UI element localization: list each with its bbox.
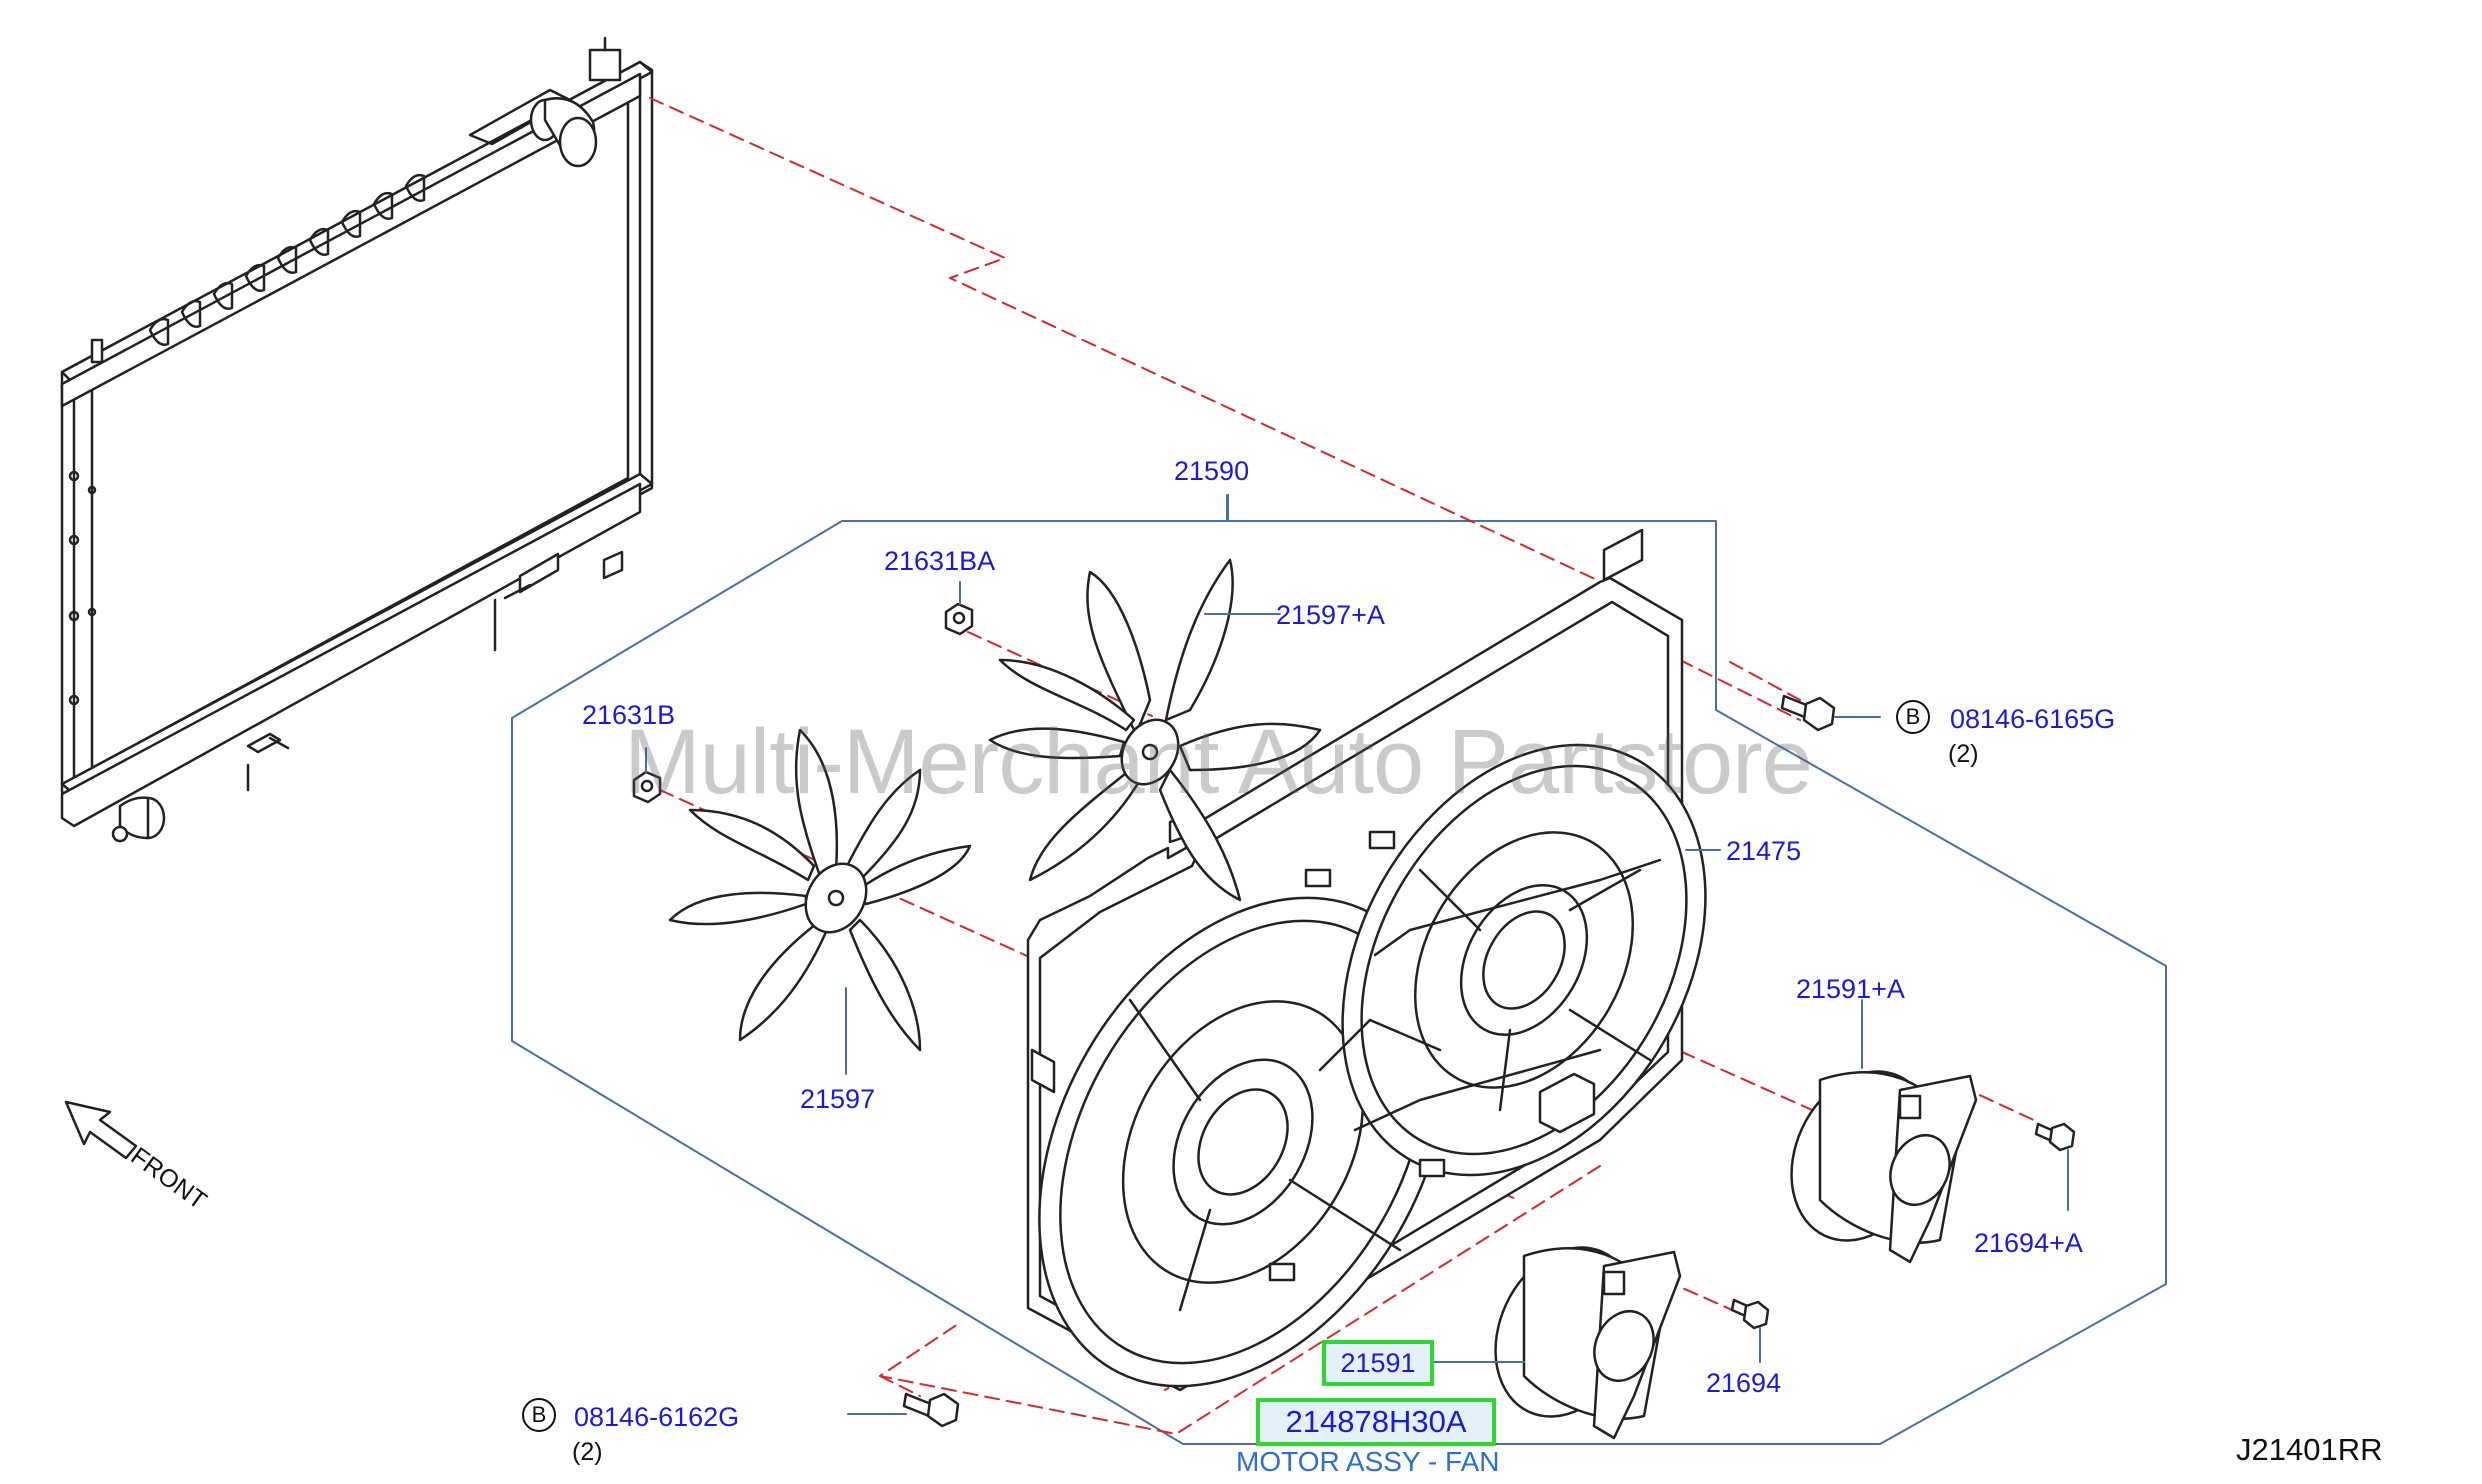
highlighted-part-description: MOTOR ASSY - FAN: [1236, 1446, 1500, 1477]
label-21591-highlighted[interactable]: 21591: [1322, 1340, 1434, 1386]
label-21597[interactable]: 21597: [800, 1084, 876, 1114]
label-21694-a[interactable]: 21694+A: [1974, 1228, 2083, 1258]
fan-shroud: [1026, 528, 1707, 1392]
qty-08146-6162g: (2): [572, 1438, 603, 1466]
bolt-08146-6162g: [902, 1392, 960, 1428]
shroud-assembly-boundary: [511, 520, 2167, 1445]
label-21694[interactable]: 21694: [1706, 1368, 1782, 1398]
label-21591-a[interactable]: 21591+A: [1796, 974, 1905, 1004]
label-21597-a[interactable]: 21597+A: [1276, 600, 1385, 630]
label-21631b[interactable]: 21631B: [582, 700, 676, 730]
nut-21631ba: [944, 602, 974, 636]
qty-08146-6165g: (2): [1948, 740, 1979, 768]
leader-lines: [645, 494, 2069, 1415]
motor-21591: [1494, 1246, 1682, 1440]
label-214878h30a-highlighted[interactable]: 214878H30A: [1256, 1398, 1496, 1446]
front-direction-arrow: [64, 1100, 138, 1160]
label-21631ba[interactable]: 21631BA: [884, 546, 996, 576]
motor-21591-a: [1790, 1070, 1978, 1264]
fan-21597: [668, 728, 972, 1052]
watermark: Multi-Merchant Auto Partstore: [624, 711, 1813, 813]
bolt-marker-b-top: B: [1896, 700, 1930, 734]
label-08146-6165g[interactable]: 08146-6165G: [1950, 704, 2116, 734]
bolt-marker-b-bottom: B: [522, 1398, 556, 1432]
fan-21597-a: [988, 558, 1322, 902]
screw-21694-a: [2034, 1122, 2076, 1152]
radiator: [60, 36, 654, 843]
bolt-08146-6165g: [1780, 694, 1836, 732]
diagram-code: J21401RR: [2236, 1432, 2383, 1467]
screw-21694: [1730, 1298, 1770, 1330]
label-21475[interactable]: 21475: [1726, 836, 1802, 866]
label-08146-6162g[interactable]: 08146-6162G: [574, 1402, 740, 1432]
label-21590[interactable]: 21590: [1174, 456, 1250, 486]
